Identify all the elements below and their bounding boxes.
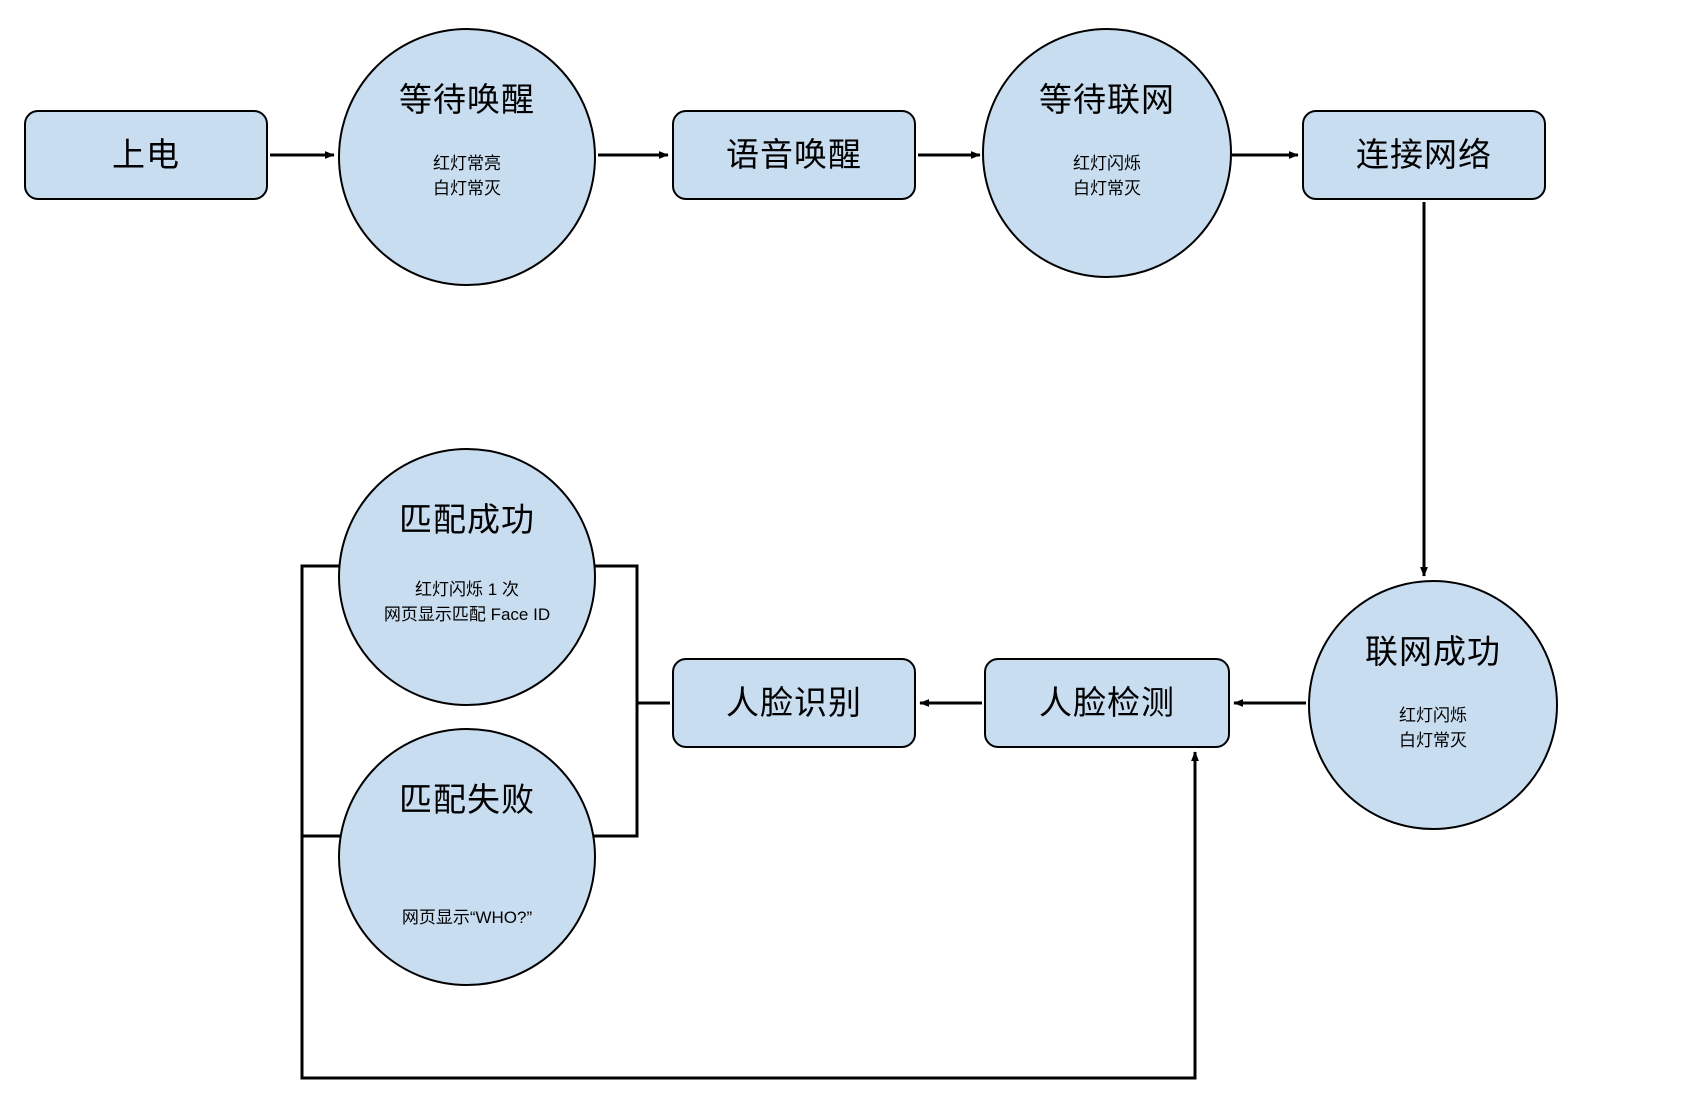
node-network-success[interactable]: 联网成功 红灯闪烁 白灯常灭 [1308,580,1558,830]
node-voice-wakeup[interactable]: 语音唤醒 [672,110,916,200]
node-match-fail[interactable]: 匹配失败 网页显示“WHO?” [338,728,596,986]
node-network-success-title: 联网成功 [1365,633,1501,670]
node-face-recognize-title: 人脸识别 [726,683,862,721]
node-match-success-sub: 红灯闪烁 1 次 网页显示匹配 Face ID [383,580,551,624]
node-match-success[interactable]: 匹配成功 红灯闪烁 1 次 网页显示匹配 Face ID [338,448,596,706]
node-face-recognize[interactable]: 人脸识别 [672,658,916,748]
node-match-success-title: 匹配成功 [399,501,535,538]
node-power-on[interactable]: 上电 [24,110,268,200]
node-connect-network[interactable]: 连接网络 [1302,110,1546,200]
node-connect-network-title: 连接网络 [1356,135,1492,173]
node-power-on-title: 上电 [112,135,180,173]
node-waiting-wakeup-title: 等待唤醒 [399,81,535,118]
node-match-fail-title: 匹配失败 [399,781,535,818]
node-waiting-wakeup[interactable]: 等待唤醒 红灯常亮 白灯常灭 [338,28,596,286]
node-face-detect-title: 人脸检测 [1039,683,1175,721]
node-network-success-sub: 红灯闪烁 白灯常灭 [1399,706,1467,750]
node-voice-wakeup-title: 语音唤醒 [726,135,862,173]
node-match-fail-sub: 网页显示“WHO?” [401,908,533,928]
node-waiting-network-title: 等待联网 [1039,81,1175,118]
node-waiting-network-sub: 红灯闪烁 白灯常灭 [1073,154,1141,198]
node-face-detect[interactable]: 人脸检测 [984,658,1230,748]
node-waiting-network[interactable]: 等待联网 红灯闪烁 白灯常灭 [982,28,1232,278]
node-waiting-wakeup-sub: 红灯常亮 白灯常灭 [433,154,501,198]
